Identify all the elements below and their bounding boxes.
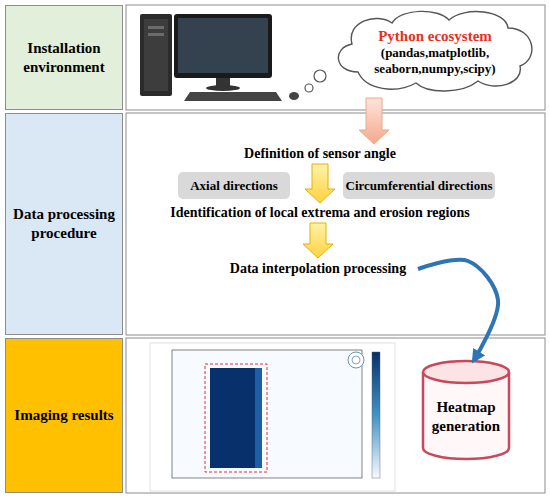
node-text: Installation environment	[9, 39, 119, 77]
cylinder-top	[423, 361, 509, 383]
thought-bubble	[305, 84, 313, 92]
process-step: Identification of local extrema and eros…	[140, 203, 500, 223]
monitor-base	[206, 85, 240, 91]
node-text: Python ecosystem	[378, 27, 492, 45]
pc-tower	[140, 14, 172, 96]
stage-panel	[126, 5, 545, 110]
plot-axes	[172, 350, 362, 478]
direction-box: Circumferential directions	[343, 172, 495, 199]
region-outline	[205, 364, 267, 472]
node-text: Imaging results	[14, 406, 113, 425]
cloud-outline	[338, 11, 532, 91]
sensor-icon	[352, 356, 360, 364]
monitor-screen	[178, 18, 268, 73]
stage-label: Installation environment	[5, 5, 123, 110]
mouse	[289, 92, 299, 100]
database-cylinder: Heatmap generation	[420, 358, 512, 462]
flow-arrow	[303, 223, 333, 258]
process-step: Data interpolation processing	[218, 258, 418, 280]
flow-arrow	[359, 98, 389, 144]
cylinder-body	[423, 372, 509, 459]
color-bar	[372, 352, 380, 478]
stage-panel	[126, 338, 545, 493]
sensor-icon	[348, 352, 364, 368]
keyboard	[184, 92, 282, 101]
heatmap-image	[150, 343, 395, 491]
drive-slot	[148, 33, 164, 36]
node-subtext: (pandas,matplotlib, seaborn,numpy,scipy)	[360, 45, 510, 77]
node-text: Data interpolation processing	[230, 260, 406, 278]
process-step: Definition of sensor angle	[220, 144, 420, 164]
node-text: Axial directions	[190, 178, 278, 194]
flow-arrow	[305, 164, 335, 203]
thought-bubble	[314, 70, 326, 82]
computer-illustration	[140, 14, 299, 101]
erosion-region	[210, 368, 262, 468]
monitor-stand	[216, 78, 230, 86]
node-text: Heatmap generation	[426, 398, 506, 436]
monitor	[174, 14, 272, 78]
image-frame	[150, 343, 395, 491]
ecosystem-cloud: Python ecosystem(pandas,matplotlib, seab…	[328, 6, 542, 98]
pc-tower-front	[144, 19, 168, 91]
node-text: Definition of sensor angle	[244, 145, 396, 163]
node-text: Data processing procedure	[9, 205, 119, 243]
drive-slot	[148, 26, 164, 29]
node-text: Circumferential directions	[346, 178, 493, 194]
stage-panel	[126, 113, 545, 335]
stage-label: Data processing procedure	[5, 113, 123, 335]
curved-arrow	[418, 260, 498, 360]
node-text: Identification of local extrema and eros…	[170, 204, 469, 222]
stage-label: Imaging results	[5, 338, 123, 493]
erosion-edge	[255, 368, 262, 468]
direction-box: Axial directions	[178, 172, 290, 199]
